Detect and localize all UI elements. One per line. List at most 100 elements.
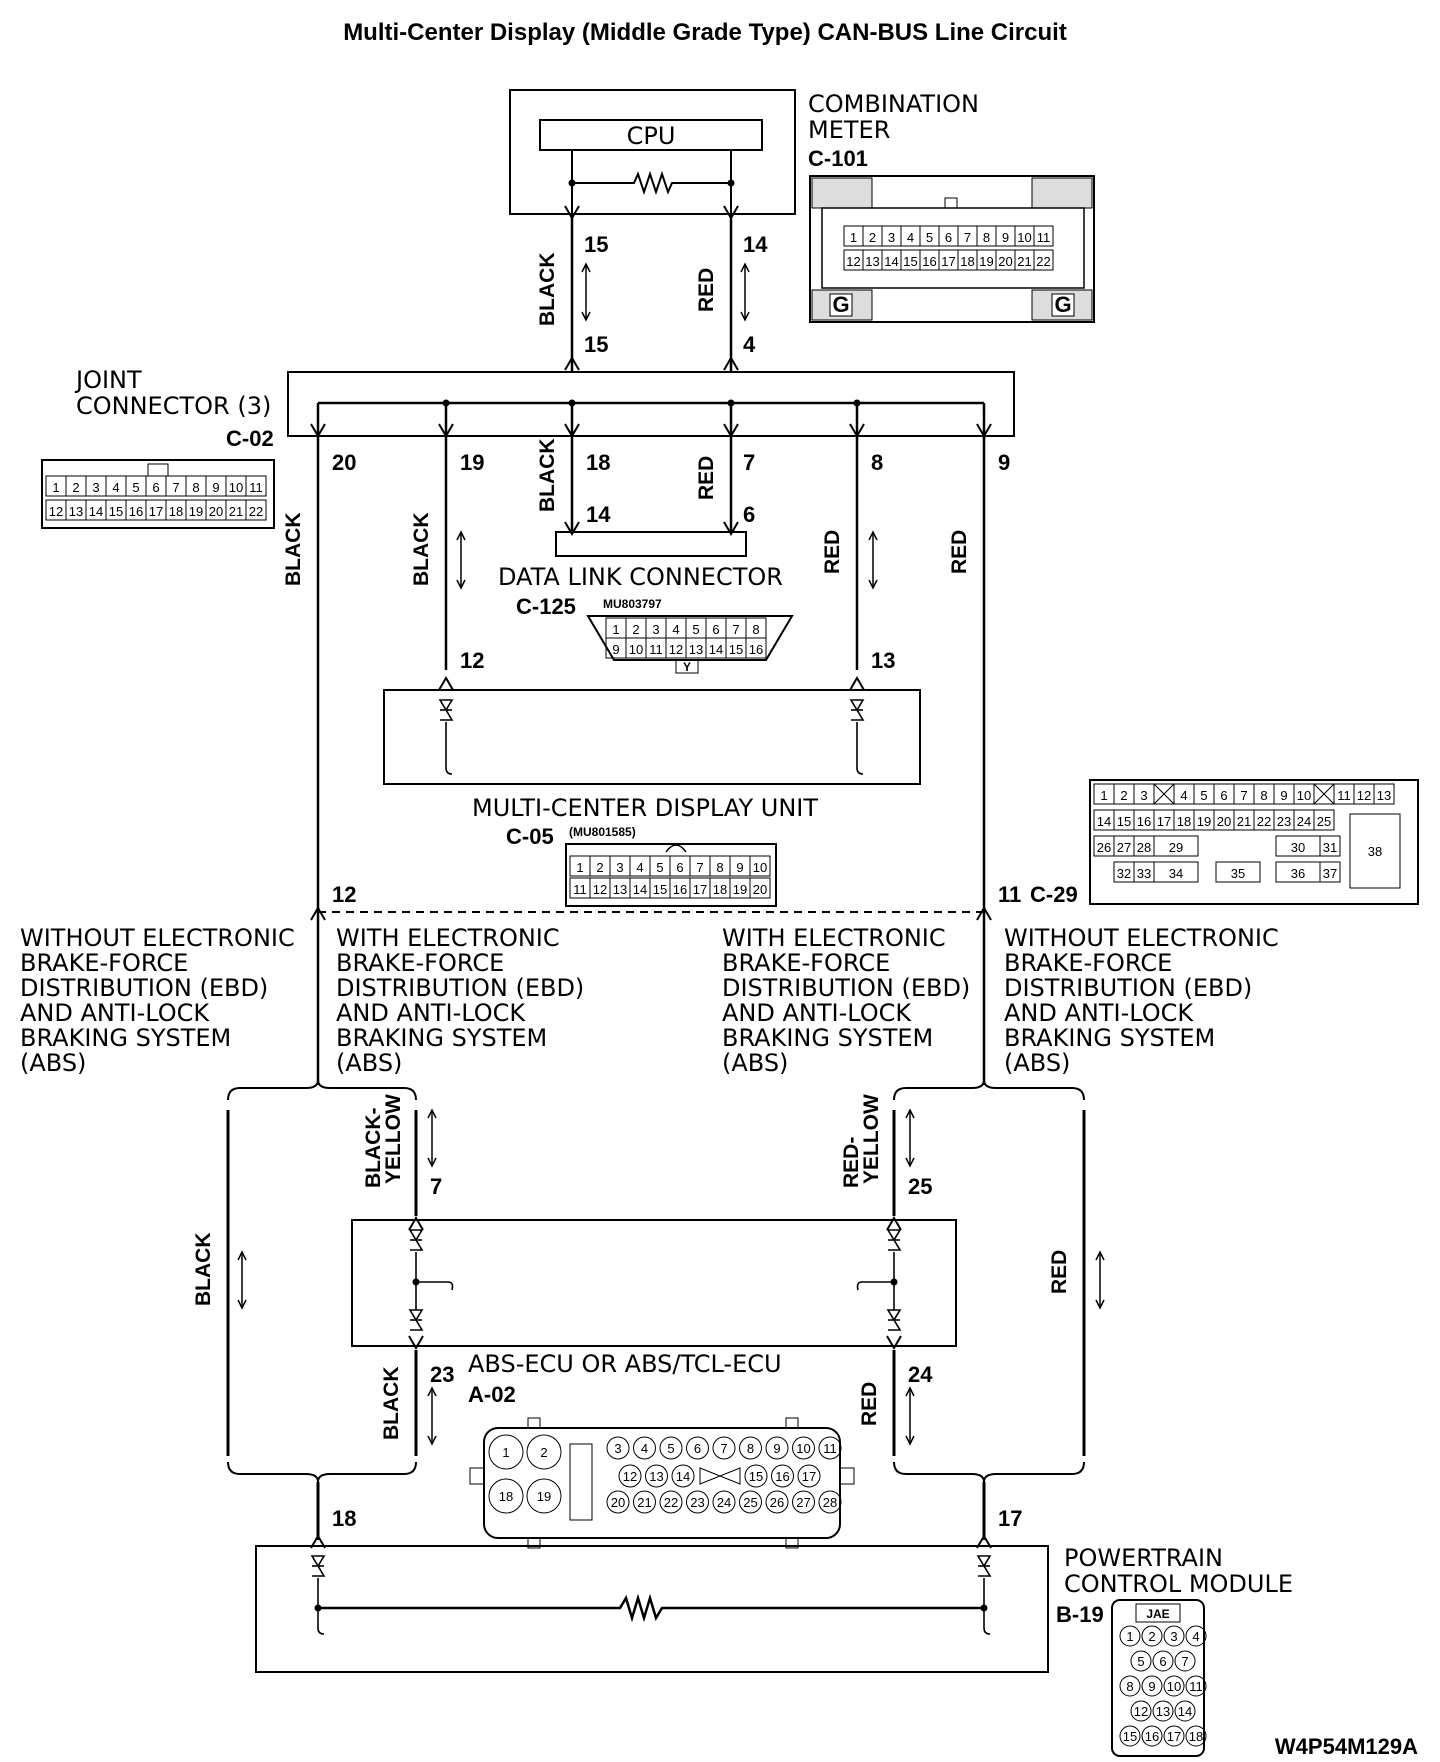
a02-pin-14: 14 (676, 1469, 690, 1484)
c29-pin-9: 9 (1280, 788, 1287, 803)
a02-cell (765, 1436, 789, 1460)
c29-pin-26: 26 (1097, 840, 1111, 855)
c02-pin-17: 17 (149, 504, 163, 519)
c02-pin-18: 18 (169, 504, 183, 519)
c29-pin-6: 6 (1220, 788, 1227, 803)
c101-pin-6: 6 (945, 230, 952, 245)
svg-text:BRAKING SYSTEM: BRAKING SYSTEM (336, 1024, 547, 1052)
a02-pin-23: 23 (690, 1495, 704, 1510)
b19-mark: JAE (1146, 1607, 1169, 1621)
variant-note-left: WITHOUT ELECTRONIC BRAKE-FORCE DISTRIBUT… (20, 924, 295, 1077)
b19-pin-18: 18 (1189, 1729, 1203, 1744)
c101-pin-1: 1 (850, 230, 857, 245)
pin-pcm-18: 18 (332, 1506, 356, 1531)
c29-pin-11: 11 (1337, 788, 1351, 803)
a02-pin-15: 15 (749, 1469, 763, 1484)
a02-cell (488, 1478, 524, 1514)
pin-jc-4: 4 (743, 332, 756, 357)
b19-pin-16: 16 (1145, 1729, 1159, 1744)
c02-pin-22: 22 (249, 504, 263, 519)
a02-pin-28: 28 (823, 1495, 837, 1510)
data-link-connector-code: C-125 (516, 594, 576, 619)
a02-cell (659, 1436, 683, 1460)
c29-pin-7: 7 (1240, 788, 1247, 803)
wire-red-right: RED (948, 530, 971, 574)
c05-pin-16: 16 (673, 882, 687, 897)
dlc-pin-8: 8 (752, 622, 759, 637)
c29-blank-cell (1313, 783, 1335, 805)
joint-connector-name-1: JOINT (74, 366, 142, 394)
c101-cell (1033, 225, 1054, 247)
pin-meter-14: 14 (743, 232, 768, 257)
joint-connector-name-2: CONNECTOR (3) (76, 392, 271, 420)
pcm-name-1: POWERTRAIN (1064, 1544, 1223, 1572)
c05-pin-20: 20 (753, 882, 767, 897)
c29-pin-2: 2 (1120, 788, 1127, 803)
a02-pin-21: 21 (637, 1495, 651, 1510)
b19-cell (1152, 1650, 1174, 1672)
b19-pin-8: 8 (1126, 1679, 1133, 1694)
c05-pin-7: 7 (696, 860, 703, 875)
b19-cell (1141, 1725, 1163, 1747)
b19-cell (1163, 1675, 1185, 1697)
c29-pin-33: 33 (1137, 866, 1151, 881)
c29-pin-10: 10 (1297, 788, 1311, 803)
c05-pin-13: 13 (613, 882, 627, 897)
wire-black-yellow-2: YELLOW (382, 1094, 405, 1184)
b19-cell (1185, 1675, 1207, 1697)
c02-pin-11: 11 (249, 480, 263, 495)
a02-pin-18: 18 (499, 1489, 513, 1504)
c05-pin-11: 11 (573, 882, 587, 897)
joint-connector-code: C-02 (226, 426, 274, 451)
c29-pin-21: 21 (1237, 814, 1251, 829)
c101-ground-right: G (1054, 292, 1071, 317)
b19-cell (1152, 1700, 1174, 1722)
c29-pin-12: 12 (1357, 788, 1371, 803)
a02-cell (526, 1478, 562, 1514)
c29-pin-5: 5 (1200, 788, 1207, 803)
svg-text:BRAKING SYSTEM: BRAKING SYSTEM (1004, 1024, 1215, 1052)
a02-pin-22: 22 (664, 1495, 678, 1510)
c02-pin-9: 9 (212, 480, 219, 495)
c101-pin-18: 18 (960, 254, 974, 269)
dlc-pin-10: 10 (629, 642, 643, 657)
c02-pin-16: 16 (129, 504, 143, 519)
svg-text:BRAKE-FORCE: BRAKE-FORCE (722, 949, 890, 977)
joint-connector-box (287, 371, 1015, 437)
b19-pin-7: 7 (1181, 1654, 1188, 1669)
c29-blank-cell (1153, 783, 1175, 805)
dlc-pin-3: 3 (652, 622, 659, 637)
a02-cell (739, 1490, 762, 1514)
pin-abs-7: 7 (430, 1174, 442, 1199)
b19-pin-11: 11 (1189, 1679, 1203, 1694)
c05-pin-3: 3 (616, 860, 623, 875)
c05-pin-17: 17 (693, 882, 707, 897)
c29-pin-22: 22 (1257, 814, 1271, 829)
c29-pin-24: 24 (1297, 814, 1311, 829)
svg-text:AND ANTI-LOCK: AND ANTI-LOCK (336, 999, 526, 1027)
a02-pin-10: 10 (796, 1441, 810, 1456)
c29-cell (1313, 809, 1335, 831)
c05-pin-18: 18 (713, 882, 727, 897)
c101-ground-left: G (832, 292, 849, 317)
c101-pin-19: 19 (979, 254, 993, 269)
a02-pin-27: 27 (796, 1495, 810, 1510)
c05-pin-12: 12 (593, 882, 607, 897)
pcm-name-2: CONTROL MODULE (1064, 1570, 1293, 1598)
pin-abs-25: 25 (908, 1174, 932, 1199)
a02-cell (792, 1490, 815, 1514)
c05-pin-15: 15 (653, 882, 667, 897)
svg-text:WITH ELECTRONIC: WITH ELECTRONIC (336, 924, 560, 952)
variant-note-center-right: WITH ELECTRONIC BRAKE-FORCE DISTRIBUTION… (722, 924, 970, 1077)
c05-pin-14: 14 (633, 882, 647, 897)
c101-pin-4: 4 (907, 230, 914, 245)
data-link-connector-name: DATA LINK CONNECTOR (498, 563, 783, 591)
wire-red-abs24: RED (858, 1382, 881, 1426)
c29-pin-35: 35 (1231, 866, 1245, 881)
svg-text:BRAKE-FORCE: BRAKE-FORCE (336, 949, 504, 977)
wire-black-left: BLACK (282, 513, 305, 587)
diagram-title: Multi-Center Display (Middle Grade Type)… (343, 19, 1067, 46)
variant-note-center-left: WITH ELECTRONIC BRAKE-FORCE DISTRIBUTION… (336, 924, 584, 1077)
